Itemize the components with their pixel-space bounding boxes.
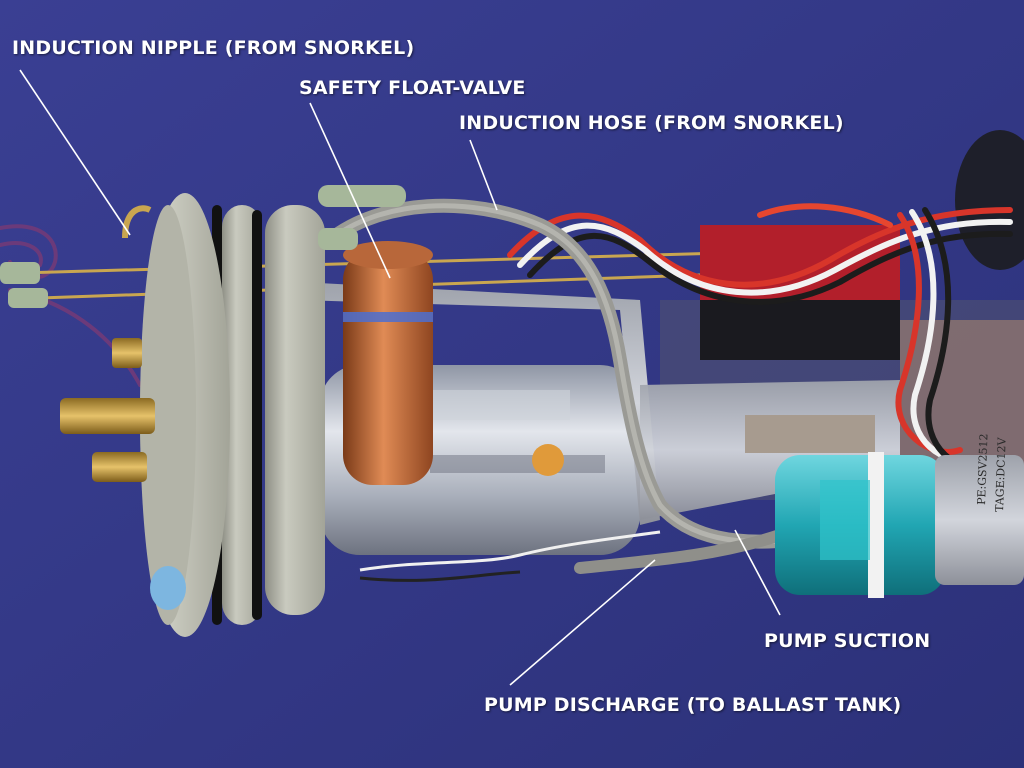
pump-casing-text-1: PE:GSV2512	[975, 433, 990, 505]
label-safety-float-valve: SAFETY FLOAT-VALVE	[299, 77, 526, 99]
label-induction-hose: INDUCTION HOSE (FROM SNORKEL)	[459, 112, 844, 134]
leader-line-safety-float-valve	[309, 102, 391, 279]
label-pump-suction: PUMP SUCTION	[764, 630, 931, 652]
label-induction-nipple: INDUCTION NIPPLE (FROM SNORKEL)	[12, 37, 415, 59]
leader-line-pump-discharge	[509, 559, 656, 686]
safety-float-valve	[343, 241, 433, 485]
brass-fittings	[0, 185, 406, 482]
peristaltic-pump: PE:GSV2512 TAGE:DC12V	[775, 433, 1024, 598]
leader-lines	[19, 69, 781, 686]
discharge-hose	[574, 529, 786, 574]
leader-line-pump-suction	[734, 529, 781, 616]
leader-line-induction-hose	[469, 139, 498, 211]
lead-wires	[359, 530, 661, 582]
pump-casing-text-2: TAGE:DC12V	[993, 436, 1009, 512]
label-pump-discharge: PUMP DISCHARGE (TO BALLAST TANK)	[484, 694, 902, 716]
end-cap	[140, 193, 325, 637]
sealant-blob	[150, 566, 186, 610]
leader-line-induction-nipple	[19, 69, 131, 236]
aluminium-bracket	[300, 282, 900, 525]
